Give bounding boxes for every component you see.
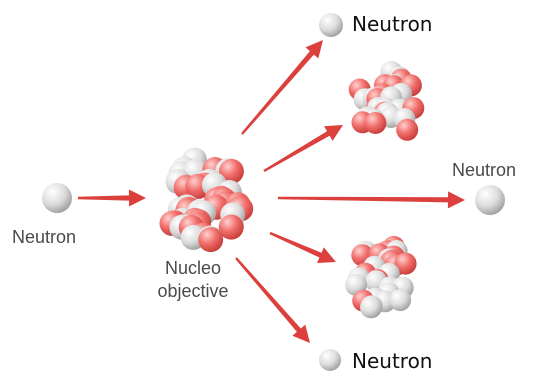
arrow-right-neutron [278, 191, 465, 208]
arrow-lower-fragment [270, 232, 336, 263]
neutron-label-bottom: Neutron [352, 349, 432, 373]
nucleus-label: Nucleo objective [138, 257, 248, 303]
neutron-label-top: Neutron [352, 12, 432, 36]
fragment-cluster-lower-icon [345, 236, 417, 318]
arrow-top-neutron [241, 40, 323, 135]
spheres-layer [42, 13, 505, 371]
arrow-icon [278, 191, 465, 208]
nucleon-sphere-icon [198, 227, 223, 252]
arrow-icon [78, 190, 146, 207]
neutrons [42, 13, 505, 371]
neutron-label-right: Neutron [452, 160, 516, 181]
nucleon-sphere-icon [396, 119, 418, 141]
arrow-icon [263, 125, 343, 172]
arrow-icon [270, 232, 336, 263]
nucleus-cluster-icon [160, 148, 254, 253]
nucleon-sphere-icon [360, 296, 382, 318]
fragment-cluster-upper-icon [349, 61, 425, 141]
neutron-sphere-icon [319, 13, 343, 37]
nucleus-label-line1: Nucleo [138, 257, 248, 280]
neutron-sphere-icon [475, 185, 505, 215]
arrow-upper-fragment [263, 125, 343, 172]
neutron-sphere-icon [42, 183, 72, 213]
arrow-icon [241, 40, 323, 135]
arrow-incoming [78, 190, 146, 207]
nucleon-sphere-icon [364, 112, 386, 134]
neutron-label-left: Neutron [12, 227, 76, 248]
nucleon-sphere-icon [389, 289, 411, 311]
neutron-sphere-icon [319, 349, 341, 371]
nucleus-label-line2: objective [138, 280, 248, 303]
